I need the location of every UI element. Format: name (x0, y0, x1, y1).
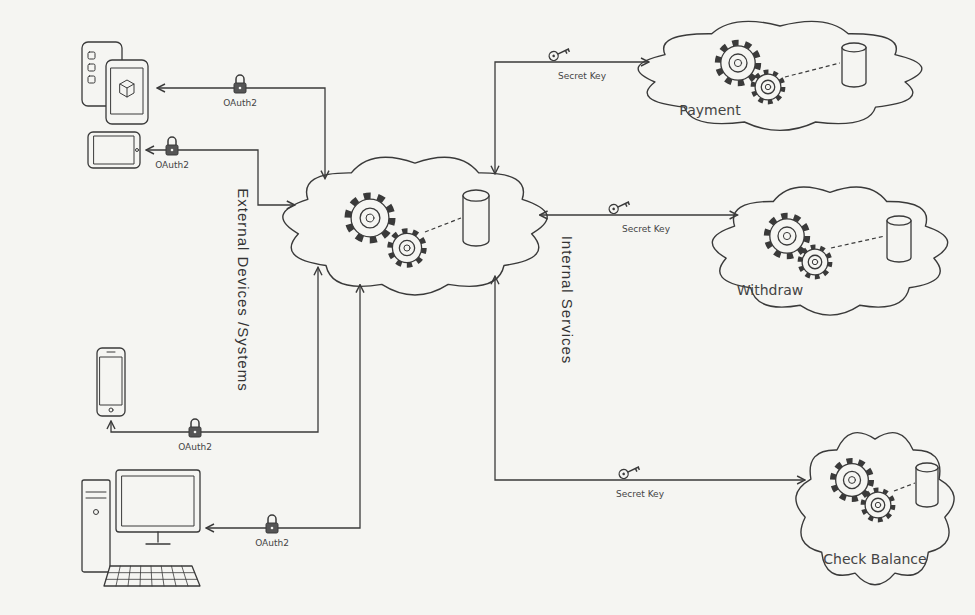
edge-label: OAuth2 (176, 442, 214, 452)
key-icon (548, 45, 571, 62)
lock-icon (166, 137, 178, 155)
service-name: Check Balance (823, 551, 926, 567)
connector-arrow (495, 276, 805, 480)
lock-icon (189, 419, 201, 437)
service-name: Payment (679, 102, 740, 118)
edge-label: OAuth2 (253, 538, 291, 548)
edge-label: Secret Key (556, 71, 608, 81)
lock-icon (234, 75, 246, 93)
service-cloud: Payment (630, 15, 930, 135)
cloud-outline (705, 180, 955, 320)
group-label: Internal Services (559, 236, 576, 365)
device-drawing (80, 468, 202, 593)
service-name: Withdraw (737, 282, 803, 298)
connector-arrow (540, 214, 738, 215)
key-icon (618, 463, 641, 480)
connector-arrow (146, 150, 295, 205)
edge-label: Secret Key (614, 489, 666, 499)
device-drawing (78, 38, 153, 128)
key-icon (608, 198, 631, 215)
device-drawing (86, 130, 142, 170)
connector-arrow (206, 285, 360, 528)
edge-label: OAuth2 (153, 160, 191, 170)
connector-arrow (495, 62, 649, 174)
edge-label: Secret Key (620, 224, 672, 234)
connector-arrow (111, 267, 318, 432)
lock-icon (266, 515, 278, 533)
service-cloud (275, 150, 555, 300)
device-icon (78, 38, 153, 128)
edge-label: OAuth2 (221, 98, 259, 108)
group-label: External Devices /Systems (235, 188, 252, 391)
service-cloud: Withdraw (705, 180, 955, 320)
cloud-outline (275, 150, 555, 300)
device-icon (86, 130, 142, 170)
cloud-outline (630, 15, 930, 135)
device-icon (95, 346, 127, 418)
device-icon (80, 468, 202, 593)
service-cloud: Check Balance (790, 425, 960, 590)
device-drawing (95, 346, 127, 418)
